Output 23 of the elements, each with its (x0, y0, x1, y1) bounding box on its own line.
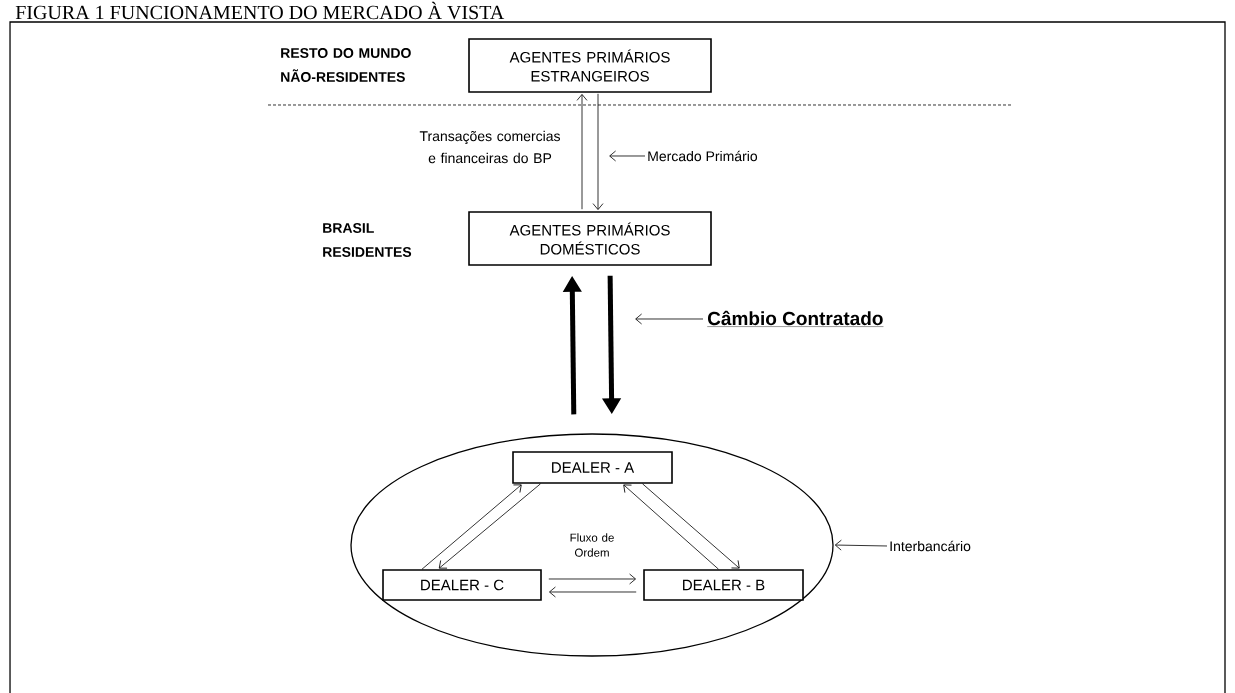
region-label: BRASIL RESIDENTES (323, 223, 412, 257)
title: FIGURA 1 FUNCIONAMENTO DO MERCADO À VISTA (15, 1, 505, 20)
arrow (635, 313, 704, 325)
edge-label: Transações comercias e financeiras do BP (419, 130, 560, 164)
process-box: DEALER - B (643, 569, 804, 601)
arrow (592, 93, 604, 210)
arrow (438, 483, 541, 569)
process-box: DEALER - C (382, 569, 542, 601)
process-box: AGENTES PRIMÁRIOS ESTRANGEIROS (468, 38, 712, 93)
arrow (642, 483, 740, 569)
arrow (834, 539, 888, 551)
arrow (576, 94, 588, 210)
arrow (421, 484, 522, 570)
arrow (609, 150, 646, 162)
arrow (623, 484, 719, 570)
region-label: RESTO DO MUNDO NÃO-RESIDENTES (281, 48, 411, 82)
annotation-text: Interbancário (890, 540, 971, 552)
arrow (548, 573, 636, 585)
annotation-text: Câmbio Contratado (707, 310, 884, 327)
arrow (549, 586, 637, 598)
annotation-text: Mercado Primário (648, 150, 758, 162)
process-box: AGENTES PRIMÁRIOS DOMÉSTICOS (468, 211, 712, 266)
process-box: DEALER - A (512, 451, 673, 484)
